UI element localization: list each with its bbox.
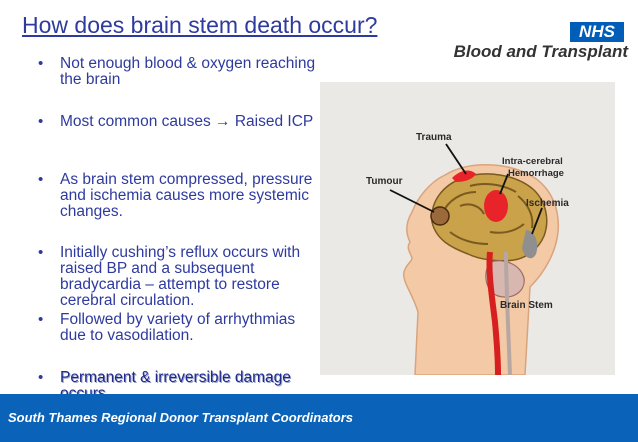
brain-folds — [441, 183, 534, 245]
label-brain-stem: Brain Stem — [500, 300, 553, 311]
bullet-item: • Initially cushing’s reflux occurs with… — [32, 245, 317, 309]
footer-text: South Thames Regional Donor Transplant C… — [8, 410, 354, 425]
label-trauma: Trauma — [416, 132, 452, 143]
ischemia-pointer — [531, 207, 543, 235]
bullet-text: Most common causes → Raised ICP — [60, 113, 314, 130]
trauma-pointer — [445, 143, 467, 175]
label-tumour: Tumour — [366, 176, 403, 187]
bullet-glyph: • — [38, 55, 44, 72]
tumour-mass — [430, 206, 450, 226]
hemorrhage-area — [484, 190, 508, 222]
brain-stem — [486, 251, 501, 376]
bullet-text: Followed by variety of arrhythmias due t… — [60, 311, 296, 344]
bullet-glyph: • — [38, 113, 44, 130]
bullet-item: • As brain stem compressed, pressure and… — [32, 172, 317, 220]
tumour-pointer — [389, 189, 435, 213]
spinal-canal — [504, 251, 512, 376]
brain-diagram: Trauma Intra-cerebral Hemorrhage Tumour … — [320, 82, 615, 376]
nhs-badge: NHS — [570, 22, 624, 42]
bullet-glyph: • — [38, 369, 44, 386]
bullet-item: • Not enough blood & oxygen reaching the… — [32, 56, 317, 88]
slide-title: How does brain stem death occur? — [22, 12, 378, 38]
hemorrhage-pointer — [499, 173, 509, 195]
brain-illustration: Trauma Intra-cerebral Hemorrhage Tumour … — [366, 132, 569, 376]
bullet-text: Initially cushing’s reflux occurs with r… — [60, 244, 301, 309]
footer-bar: South Thames Regional Donor Transplant C… — [0, 394, 638, 442]
bullet-item: • Followed by variety of arrhythmias due… — [32, 312, 317, 344]
nhs-blood-transplant-logo: NHS Blood and Transplant — [428, 22, 628, 62]
logo-text: Blood and Transplant — [453, 42, 628, 61]
bullet-glyph: • — [38, 244, 44, 261]
bullet-text: Not enough blood & oxygen reaching the b… — [60, 55, 316, 88]
bullet-text: As brain stem compressed, pressure and i… — [60, 171, 313, 220]
label-ischemia: Ischemia — [526, 198, 569, 209]
label-intracerebral: Intra-cerebral — [502, 156, 563, 167]
label-hemorrhage: Hemorrhage — [508, 168, 564, 179]
bullet-glyph: • — [38, 311, 44, 328]
bullet-item: • Most common causes → Raised ICP — [32, 114, 317, 130]
ischemia-area — [522, 230, 538, 259]
bullet-glyph: • — [38, 171, 44, 188]
trauma-area — [452, 170, 476, 182]
